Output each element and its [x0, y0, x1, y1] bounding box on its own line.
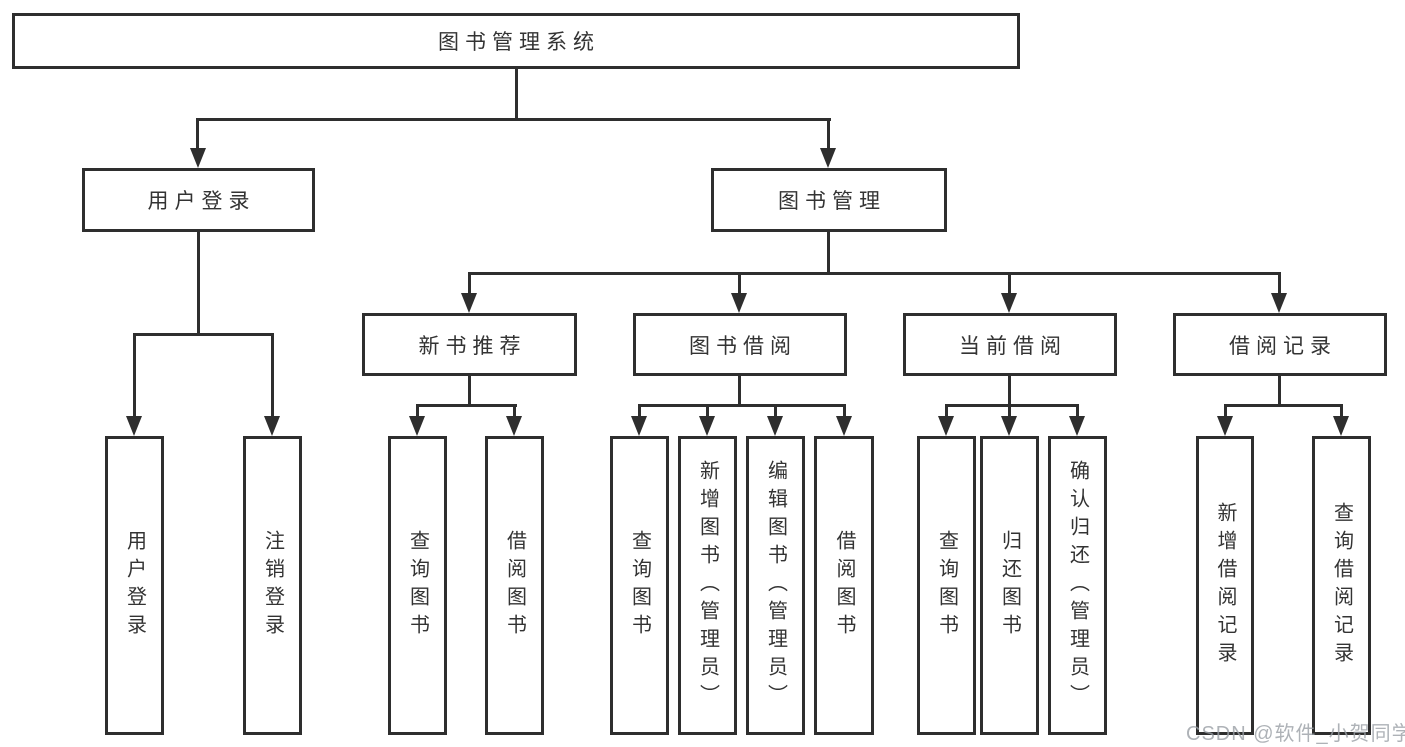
connector-line [1008, 376, 1011, 407]
leaf-query-borrow-record: 查询借阅记录 [1312, 436, 1371, 735]
connector-line [706, 404, 709, 420]
leaf-query-books-current: 查询图书 [917, 436, 976, 735]
node-label: 新书推荐 [418, 334, 527, 358]
connector-line [945, 404, 1079, 407]
arrowhead-down [1271, 293, 1287, 313]
leaf-add-book-admin: 新增图书（管理员） [678, 436, 737, 735]
leaf-borrow-books-recommend: 借阅图书 [485, 436, 544, 735]
connector-line [468, 272, 1281, 275]
arrowhead-down [1069, 416, 1085, 436]
connector-line [1008, 404, 1011, 420]
connector-line [738, 376, 741, 407]
leaf-label: 编辑图书（管理员） [764, 459, 787, 712]
leaf-label: 注销登录 [261, 529, 284, 642]
arrowhead-down [836, 416, 852, 436]
leaf-query-books-borrowing: 查询图书 [610, 436, 669, 735]
node-library-management-system: 图书管理系统 [12, 13, 1020, 69]
connector-line [827, 232, 830, 275]
connector-line [416, 404, 517, 407]
connector-line [945, 404, 948, 420]
leaf-add-borrow-record: 新增借阅记录 [1196, 436, 1254, 735]
connector-line [1076, 404, 1079, 420]
arrowhead-down [1001, 293, 1017, 313]
connector-line [1224, 404, 1343, 407]
arrowhead-down [506, 416, 522, 436]
leaf-label: 借阅图书 [833, 529, 855, 642]
connector-line [196, 118, 199, 152]
arrowhead-down [731, 293, 747, 313]
node-new-book-recommend: 新书推荐 [362, 313, 577, 376]
arrowhead-down [1001, 416, 1017, 436]
leaf-label: 查询图书 [628, 529, 651, 642]
leaf-user-login: 用户登录 [105, 436, 164, 735]
connector-line [738, 272, 741, 297]
connector-line [827, 118, 830, 152]
arrowhead-down [409, 416, 425, 436]
arrowhead-down [767, 416, 783, 436]
connector-line [133, 333, 136, 420]
connector-line [638, 404, 846, 407]
arrowhead-down [1217, 416, 1233, 436]
arrowhead-down [1333, 416, 1349, 436]
arrowhead-down [938, 416, 954, 436]
leaf-label: 确认归还（管理员） [1066, 459, 1089, 712]
connector-line [515, 68, 518, 120]
arrowhead-down [190, 148, 206, 168]
node-label: 图书借阅 [689, 334, 797, 358]
connector-line [513, 404, 516, 420]
leaf-confirm-return-admin: 确认归还（管理员） [1048, 436, 1107, 735]
leaf-return-books: 归还图书 [980, 436, 1039, 735]
arrowhead-down [126, 416, 142, 436]
leaf-label: 借阅图书 [503, 529, 526, 642]
node-book-management: 图书管理 [711, 168, 947, 232]
arrowhead-down [820, 148, 836, 168]
leaf-label: 查询图书 [935, 529, 958, 642]
leaf-label: 查询图书 [406, 529, 429, 642]
leaf-logout-login: 注销登录 [243, 436, 302, 735]
connector-line [1340, 404, 1343, 420]
arrowhead-down [461, 293, 477, 313]
leaf-label: 新增图书（管理员） [696, 459, 719, 712]
connector-line [1278, 376, 1281, 407]
node-user-login: 用户登录 [82, 168, 315, 232]
connector-line [468, 376, 471, 407]
node-label: 图书管理 [778, 190, 886, 213]
node-label: 图书管理系统 [438, 31, 600, 54]
connector-line [1008, 272, 1011, 297]
node-book-borrowing: 图书借阅 [633, 313, 847, 376]
node-borrowing-records: 借阅记录 [1173, 313, 1387, 376]
leaf-query-books-recommend: 查询图书 [388, 436, 447, 735]
arrowhead-down [699, 416, 715, 436]
connector-line [196, 118, 831, 121]
csdn-watermark: CSDN @软件_小贺同学 [1186, 723, 1405, 745]
connector-line [271, 333, 274, 420]
node-label: 用户登录 [147, 190, 256, 213]
leaf-label: 查询借阅记录 [1330, 501, 1353, 670]
connector-line [638, 404, 641, 420]
connector-line [416, 404, 419, 420]
arrowhead-down [631, 416, 647, 436]
leaf-borrow-books-borrowing: 借阅图书 [814, 436, 874, 735]
connector-line [197, 232, 200, 336]
connector-line [1278, 272, 1281, 297]
connector-line [774, 404, 777, 420]
connector-line [1224, 404, 1227, 420]
leaf-label: 新增借阅记录 [1214, 501, 1236, 670]
connector-line [468, 272, 471, 297]
connector-line [843, 404, 846, 420]
leaf-label: 归还图书 [998, 529, 1021, 642]
leaf-edit-book-admin: 编辑图书（管理员） [746, 436, 805, 735]
node-label: 借阅记录 [1229, 334, 1337, 358]
node-current-borrowing: 当前借阅 [903, 313, 1117, 376]
connector-line [133, 333, 274, 336]
node-label: 当前借阅 [959, 334, 1067, 358]
leaf-label: 用户登录 [123, 529, 146, 642]
arrowhead-down [264, 416, 280, 436]
